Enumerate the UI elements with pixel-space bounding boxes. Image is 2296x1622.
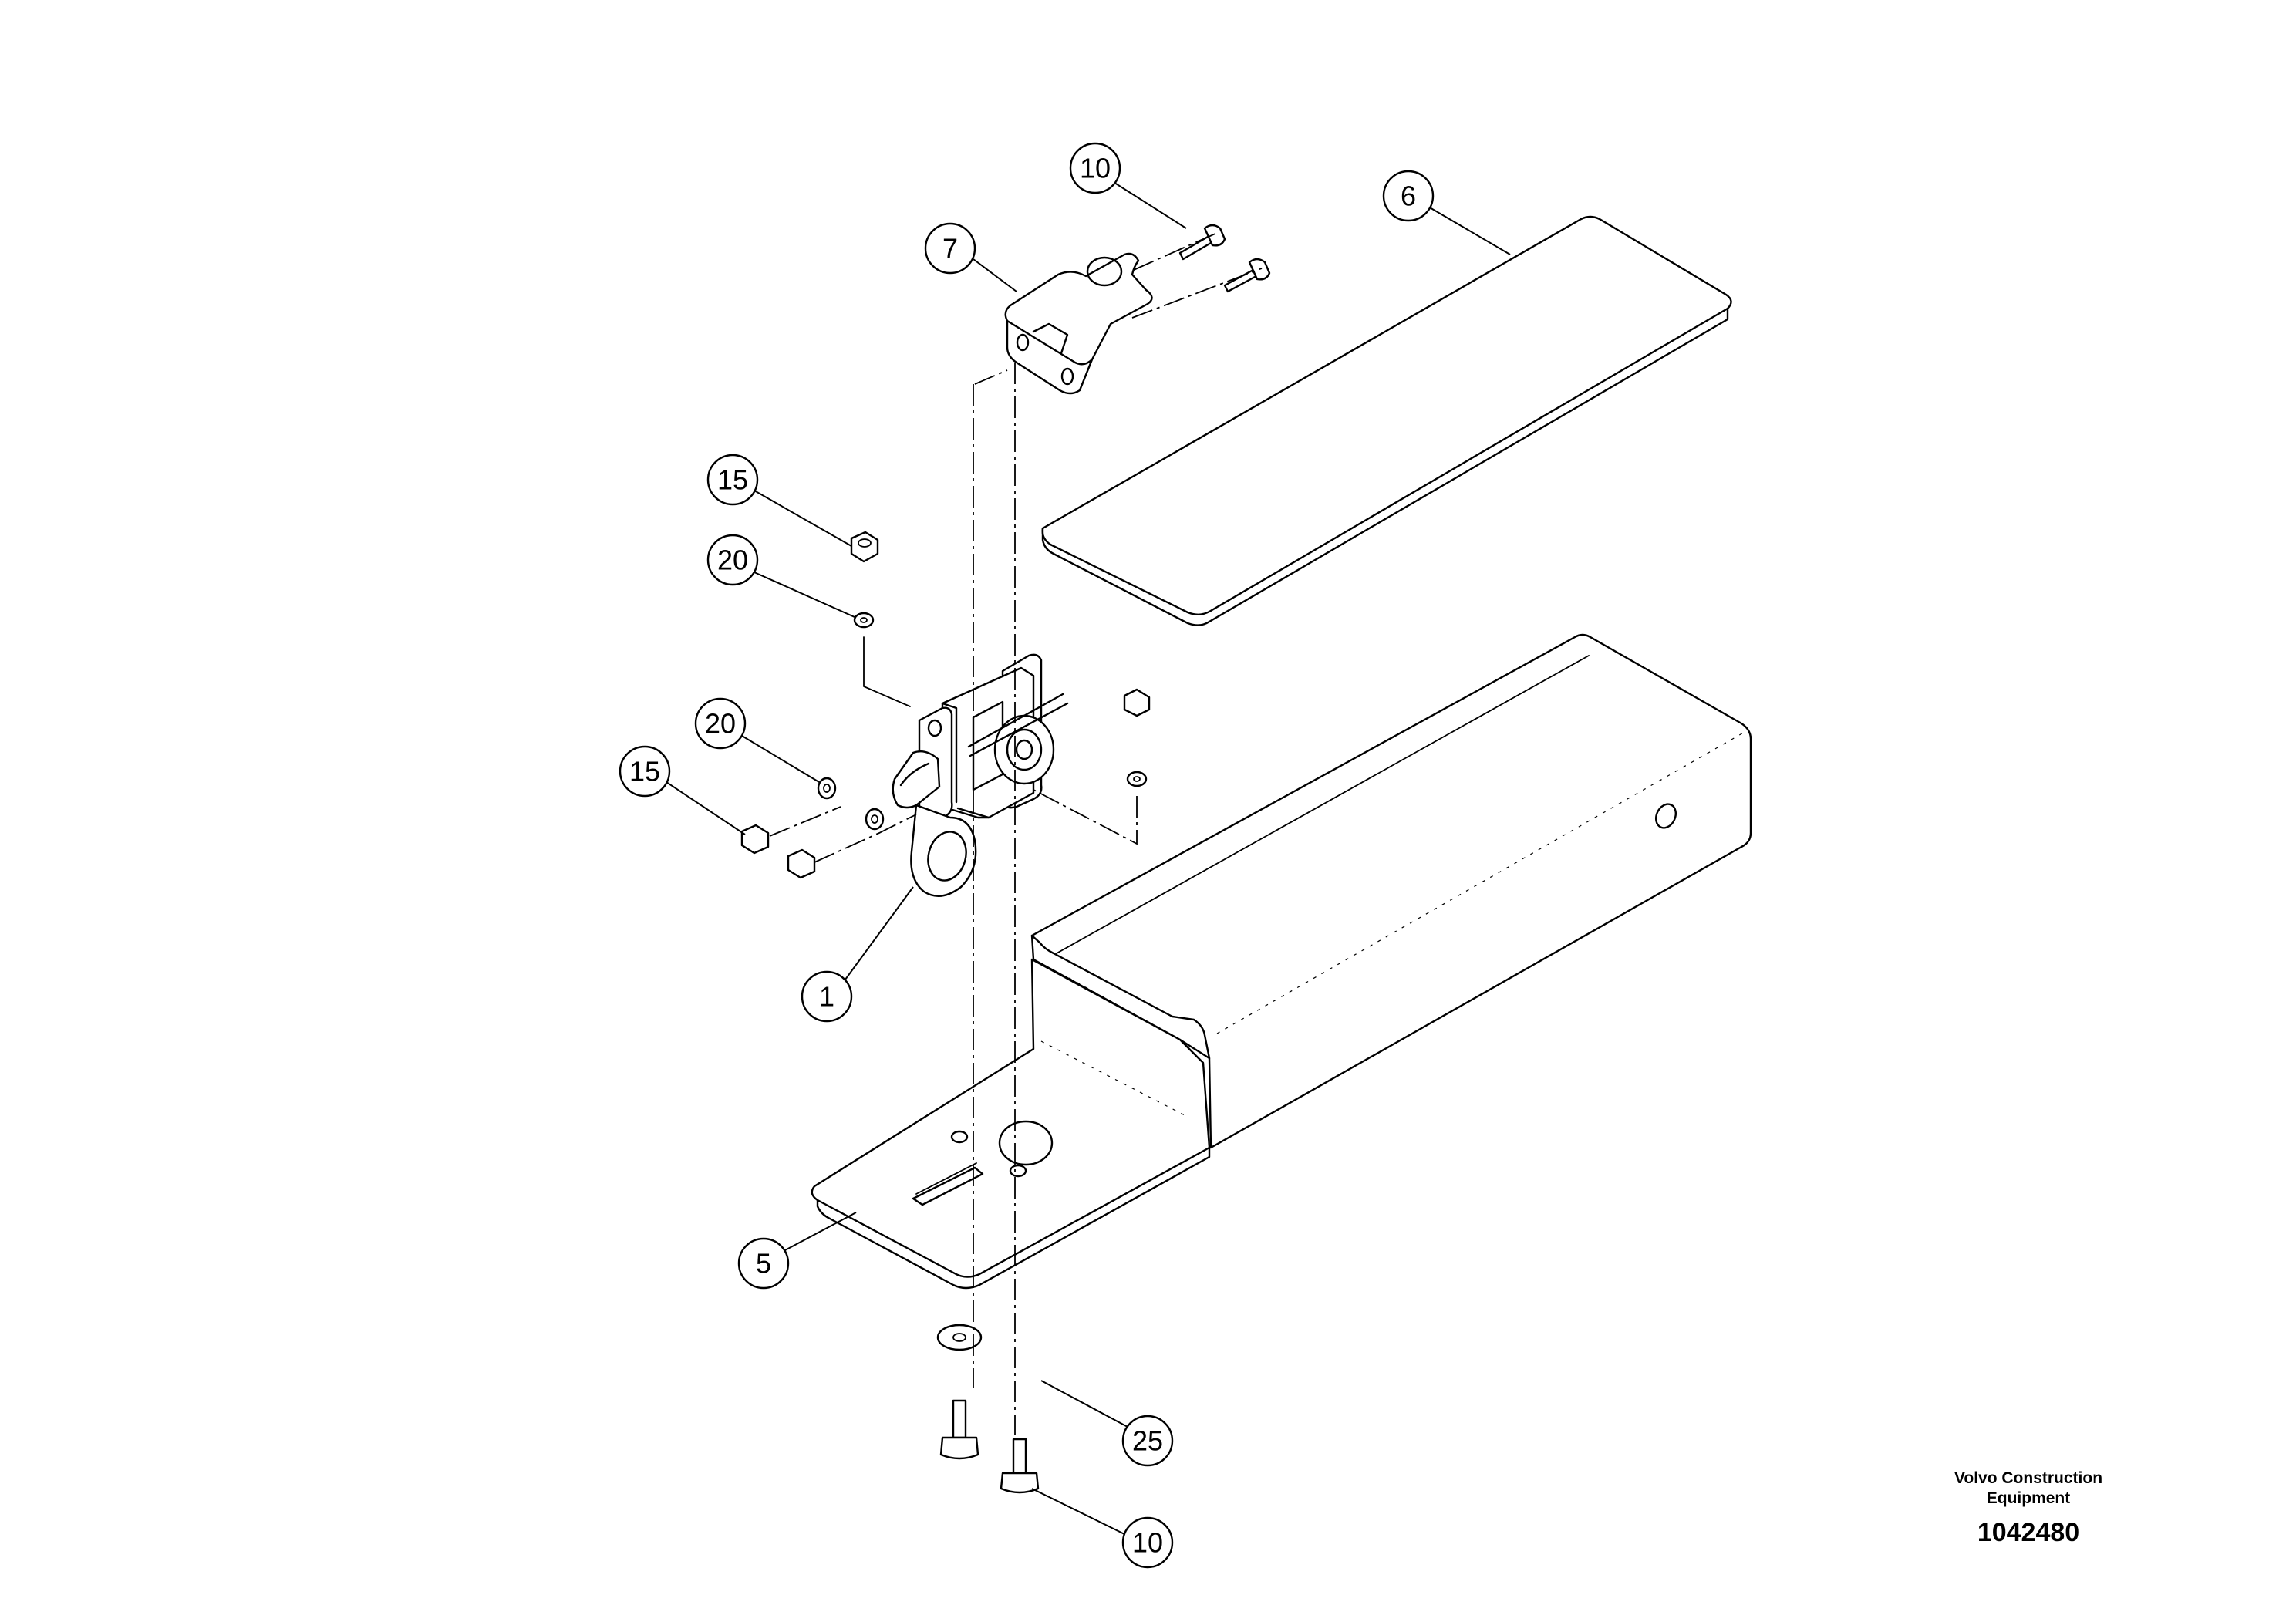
nut-right <box>1123 688 1151 717</box>
svg-text:25: 25 <box>1132 1425 1163 1457</box>
svg-text:6: 6 <box>1401 180 1416 212</box>
callout-15-left: 15 <box>619 745 746 835</box>
title-block: Volvo Construction Equipment 1042480 <box>1897 1469 2159 1548</box>
callout-10-top: 10 <box>1069 142 1187 229</box>
svg-text:10: 10 <box>1132 1527 1163 1559</box>
nut-left-2 <box>787 848 816 879</box>
callout-5: 5 <box>737 1212 857 1290</box>
svg-text:5: 5 <box>756 1248 771 1280</box>
washer-right <box>1126 771 1148 787</box>
washer-left-1 <box>817 777 837 800</box>
assembly-center-lines <box>769 232 1263 1435</box>
part-5-step-bracket <box>811 633 1752 1290</box>
svg-text:7: 7 <box>942 233 958 265</box>
callout-15-top: 15 <box>706 454 852 547</box>
svg-text:15: 15 <box>629 756 660 787</box>
part-6-pad <box>1041 215 1732 626</box>
callout-1: 1 <box>801 886 914 1023</box>
washer-lower <box>936 1324 983 1351</box>
washer-left-2 <box>865 808 885 831</box>
svg-text:10: 10 <box>1080 153 1111 184</box>
callout-7: 7 <box>924 222 1017 292</box>
svg-text:1: 1 <box>819 981 834 1013</box>
callout-25: 25 <box>1040 1380 1174 1467</box>
company-name: Volvo Construction Equipment <box>1954 1469 2103 1507</box>
nut-left-1 <box>740 824 770 855</box>
part-1-latch-assembly <box>892 653 1069 897</box>
callout-20-top: 20 <box>706 534 855 618</box>
callout-10-bottom: 10 <box>1031 1488 1174 1569</box>
callout-6: 6 <box>1382 170 1511 255</box>
bolt-lower-right <box>1000 1438 1040 1494</box>
svg-text:20: 20 <box>717 545 748 576</box>
nut-upper <box>850 531 879 563</box>
part-7-clevis-bracket <box>1004 252 1153 395</box>
drawing-number: 1042480 <box>1977 1518 2080 1547</box>
screw-upper-right <box>1223 258 1271 293</box>
callout-20-left: 20 <box>694 697 820 783</box>
svg-text:15: 15 <box>717 464 748 496</box>
bolt-lower-left <box>939 1399 979 1460</box>
screw-upper-left <box>1178 224 1226 261</box>
svg-text:20: 20 <box>705 708 736 740</box>
washer-upper <box>853 612 875 629</box>
